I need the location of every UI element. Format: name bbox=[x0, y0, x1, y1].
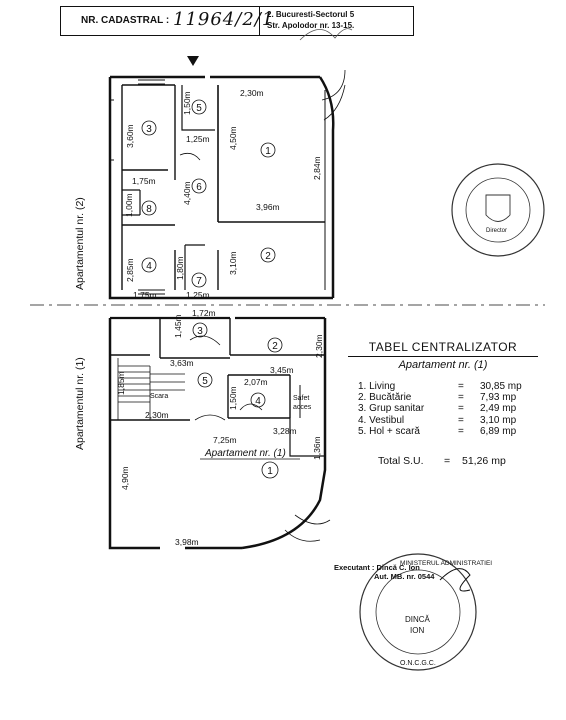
coat-of-arms-icon bbox=[485, 194, 511, 222]
room-label-5-upper: 5 bbox=[196, 103, 202, 114]
dim-1-75-mid: 1,75m bbox=[132, 176, 156, 186]
stamp-ministry-text: MINISTERUL ADMINISTRATIEI bbox=[400, 560, 492, 567]
executant-line-1: Executant : Dincă C. Ion bbox=[334, 563, 420, 572]
stamp-name-2: ION bbox=[410, 626, 424, 635]
room-label-3-upper: 3 bbox=[146, 124, 152, 135]
signature-scribble bbox=[299, 28, 353, 41]
dim-2-30-top: 2,30m bbox=[240, 88, 264, 98]
table-title: TABEL CENTRALIZATOR bbox=[368, 340, 518, 354]
dim-7-25: 7,25m bbox=[213, 435, 237, 445]
row-area-value: 2,49 mp bbox=[480, 403, 517, 415]
row-room-name: 5. Hol + scară bbox=[358, 425, 420, 437]
total-row: Total S.U. = 51,26 mp bbox=[348, 455, 538, 467]
stamp-name-1: DINCĂ bbox=[405, 615, 431, 624]
row-area-value: 3,10 mp bbox=[480, 414, 517, 426]
room-label-4-lower: 4 bbox=[255, 396, 261, 407]
dim-1-00: 1,00m bbox=[124, 193, 134, 217]
dim-1-25-top: 1,25m bbox=[186, 134, 210, 144]
room-label-7-upper: 7 bbox=[196, 276, 202, 287]
dim-4-40: 4,40m bbox=[182, 181, 192, 205]
row-area-value: 7,93 mp bbox=[480, 392, 517, 404]
room-label-1-upper: 1 bbox=[265, 146, 271, 157]
cadastral-label: NR. CADASTRAL : bbox=[81, 15, 170, 26]
room-label-2-lower: 2 bbox=[272, 341, 278, 352]
room-label-3-lower: 3 bbox=[197, 326, 203, 337]
shaft-label-1: Safet bbox=[293, 395, 309, 402]
apartment-caption: Apartament nr. (1) bbox=[204, 448, 286, 459]
dim-2-30-lower: 2,30m bbox=[145, 410, 169, 420]
header-divider bbox=[259, 7, 260, 35]
dim-3-28: 3,28m bbox=[273, 426, 297, 436]
dim-3-63: 3,63m bbox=[170, 358, 194, 368]
dim-3-96: 3,96m bbox=[256, 202, 280, 212]
dim-1-85: 1,85m bbox=[116, 371, 126, 395]
row-room-name: 1. Living bbox=[358, 381, 396, 392]
room-number-labels: 1 2 3 4 5 6 7 8 1 2 3 4 5 bbox=[141, 99, 283, 479]
row-equals: = bbox=[458, 414, 464, 426]
stamp-oncgc-text: O.N.C.G.C. bbox=[400, 660, 436, 667]
room-label-6-upper: 6 bbox=[196, 182, 202, 193]
dim-3-45: 3,45m bbox=[270, 365, 294, 375]
row-room-name: 3. Grup sanitar bbox=[358, 403, 425, 415]
room-label-8-upper: 8 bbox=[146, 204, 152, 215]
dim-2-85: 2,85m bbox=[125, 258, 135, 282]
room-label-2-upper: 2 bbox=[265, 251, 271, 262]
dim-3-60: 3,60m bbox=[125, 124, 135, 148]
table-subtitle: Apartament nr. (1) bbox=[398, 359, 488, 371]
total-equals: = bbox=[444, 455, 451, 468]
row-area-value: 30,85 mp bbox=[480, 381, 522, 392]
room-label-1-lower: 1 bbox=[267, 466, 273, 477]
dim-2-07: 2,07m bbox=[244, 377, 268, 387]
shaft-label-2: acces bbox=[293, 404, 312, 411]
dim-1-50-lower: 1,50m bbox=[228, 386, 238, 410]
total-value: 51,26 mp bbox=[462, 455, 506, 468]
signature-mark bbox=[439, 568, 471, 592]
table-title-rule bbox=[348, 356, 538, 357]
room-label-4-upper: 4 bbox=[146, 261, 152, 272]
dim-2-30-r2: 2,30m bbox=[314, 334, 324, 358]
summary-table: TABEL CENTRALIZATOR Apartament nr. (1) 1… bbox=[348, 340, 538, 467]
table-row: 5. Hol + scară = 6,89 mp bbox=[348, 426, 538, 437]
row-equals: = bbox=[458, 425, 464, 437]
row-room-name: 4. Vestibul bbox=[358, 414, 405, 426]
cadastre-stamp: Director bbox=[451, 163, 545, 257]
dim-3-10: 3,10m bbox=[228, 251, 238, 275]
dim-1-72: 1,72m bbox=[192, 308, 216, 318]
address-line-2: Str. Apolodor nr. 13-15. bbox=[267, 21, 355, 30]
executant-line-2: Aut. MB. nr. 0544 bbox=[374, 572, 435, 581]
dim-1-45: 1,45m bbox=[173, 314, 183, 338]
dim-1-80: 1,80m bbox=[175, 256, 185, 280]
dim-3-98: 3,98m bbox=[175, 537, 199, 547]
dim-1-36: 1,36m bbox=[312, 436, 322, 460]
authorization-stamp: MINISTERUL ADMINISTRATIEI O.N.C.G.C. DIN… bbox=[359, 553, 492, 671]
address-line-1: 2. Bucuresti-Sectorul 5 bbox=[267, 10, 355, 19]
table-row: 3. Grup sanitar = 2,49 mp bbox=[348, 403, 538, 414]
plan-walls bbox=[108, 69, 346, 550]
cadastral-header: NR. CADASTRAL : 11964/2/1 2. Bucuresti-S… bbox=[60, 6, 414, 36]
dimension-labels: 2,30m 1,50m 1,25m 3,60m 4,50m 2,84m 1,75… bbox=[116, 88, 324, 547]
dim-2-84: 2,84m bbox=[312, 156, 322, 180]
row-equals: = bbox=[458, 403, 464, 415]
total-label: Total S.U. bbox=[378, 455, 424, 468]
table-row: 2. Bucătărie = 7,93 mp bbox=[348, 392, 538, 403]
dim-1-25-bot: 1,25m bbox=[186, 290, 210, 300]
row-area-value: 6,89 mp bbox=[480, 425, 517, 437]
room-label-5-lower: 5 bbox=[202, 376, 208, 387]
dim-1-75-bot: 1,75m bbox=[133, 290, 157, 300]
dim-4-50: 4,50m bbox=[228, 126, 238, 150]
table-row: 4. Vestibul = 3,10 mp bbox=[348, 415, 538, 426]
row-room-name: 2. Bucătărie bbox=[358, 392, 412, 404]
row-equals: = bbox=[458, 392, 464, 404]
cadastral-number: 11964/2/1 bbox=[173, 9, 275, 30]
table-row: 1. Living = 30,85 mp bbox=[348, 381, 538, 392]
executant-block: Executant : Dincă C. Ion Aut. MB. nr. 05… bbox=[334, 563, 434, 581]
row-equals: = bbox=[458, 381, 464, 392]
stair-label: Scara bbox=[150, 393, 168, 400]
entrance-arrow-icon bbox=[187, 56, 199, 66]
dim-4-90: 4,90m bbox=[120, 466, 130, 490]
dim-1-50: 1,50m bbox=[182, 91, 192, 115]
stamp-director-text: Director bbox=[486, 228, 507, 234]
